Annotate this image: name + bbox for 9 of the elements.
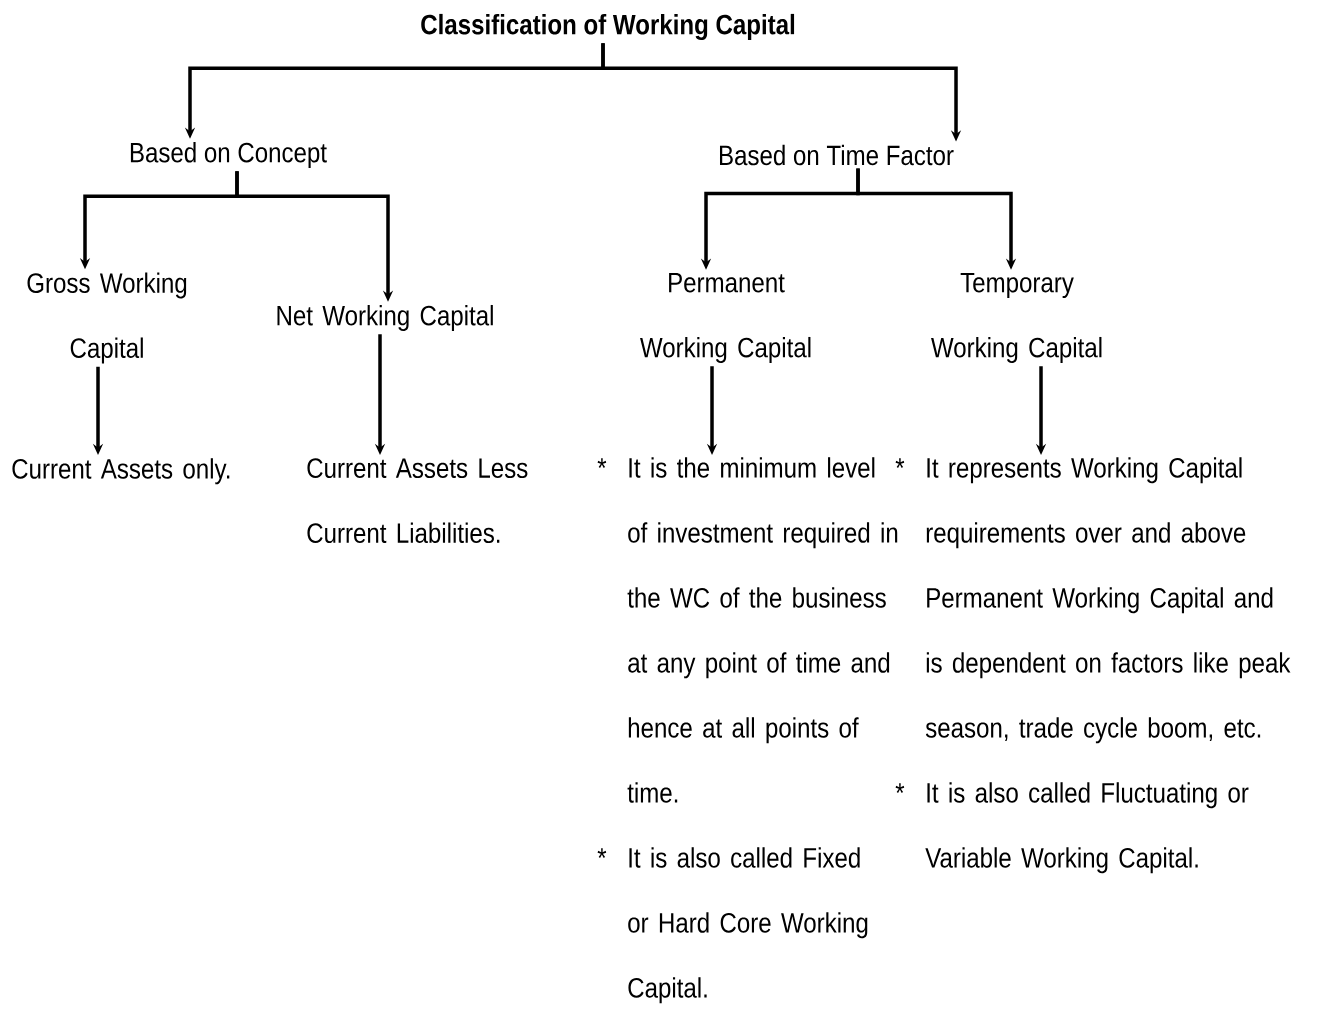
category-label: Net Working Capital <box>277 304 493 332</box>
category-label: Permanent Working Capital <box>640 272 811 364</box>
category-label: Gross Working Capital <box>27 272 187 364</box>
category-label: Based on Concept <box>130 141 327 169</box>
category-label: Based on Time Factor <box>720 144 954 166</box>
description-text: Current Assets only. <box>12 458 230 485</box>
heading-text: Classification of Working Capital <box>421 13 795 41</box>
category-label: Temporary Working Capital <box>931 272 1102 364</box>
description-text: Current Assets Less Current Liabilities. <box>307 458 528 543</box>
